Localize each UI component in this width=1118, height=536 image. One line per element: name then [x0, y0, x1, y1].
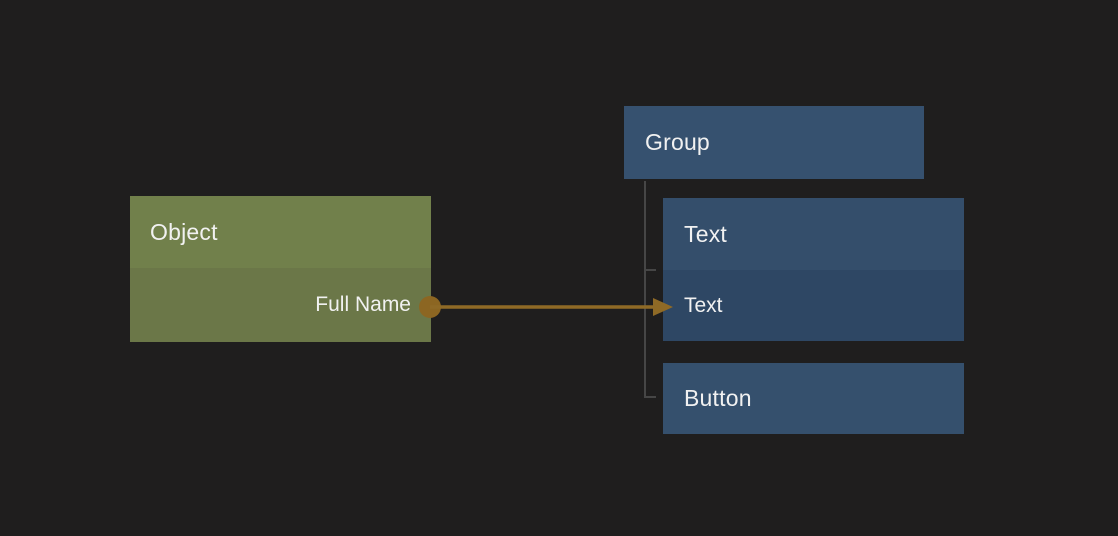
connection-full-name-to-text[interactable]	[414, 288, 680, 324]
node-object-header[interactable]: Object	[130, 196, 431, 268]
node-object[interactable]: Object Full Name	[130, 196, 431, 342]
node-button[interactable]: Button	[663, 363, 964, 434]
input-port-text-label: Text	[684, 293, 723, 317]
node-object-output-row[interactable]: Full Name	[130, 268, 431, 342]
hierarchy-line-vertical	[644, 181, 646, 398]
node-text-header[interactable]: Text	[663, 198, 964, 270]
node-text[interactable]: Text Text	[663, 198, 964, 341]
connection-arrowhead-icon	[653, 298, 673, 316]
node-button-title: Button	[684, 385, 752, 411]
node-object-title: Object	[150, 218, 218, 245]
hierarchy-stub-to-text-node	[644, 269, 656, 271]
hierarchy-stub-to-button-node	[644, 396, 656, 398]
node-group-title: Group	[645, 129, 710, 155]
node-group[interactable]: Group	[624, 106, 924, 179]
node-text-title: Text	[684, 220, 727, 247]
output-port-full-name-label: Full Name	[315, 293, 411, 316]
node-text-input-row[interactable]: Text	[663, 270, 964, 341]
